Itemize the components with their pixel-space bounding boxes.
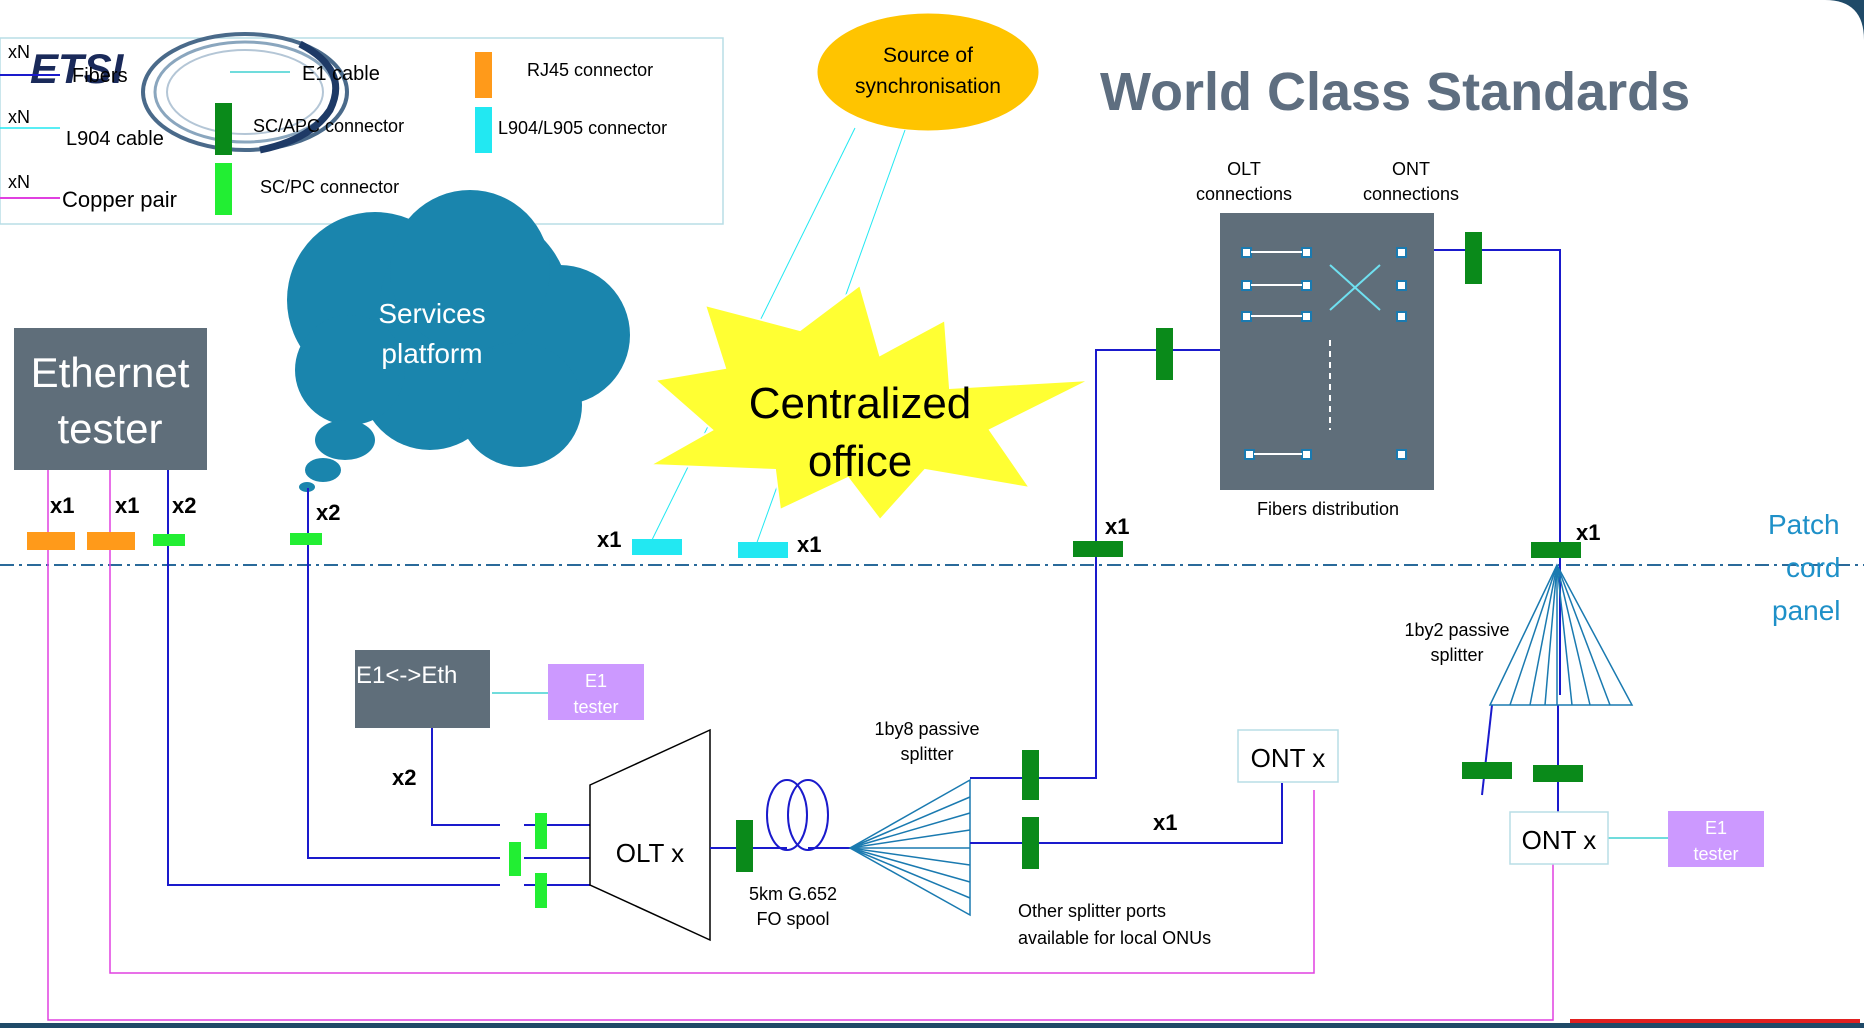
e1-tester-left-line2: tester bbox=[573, 697, 618, 717]
sync-source-ellipse bbox=[814, 10, 1042, 134]
rj45-connector-2 bbox=[87, 532, 135, 550]
ont-center-box bbox=[1237, 729, 1339, 783]
legend-rj45-icon bbox=[475, 52, 492, 98]
sync-source-line1: Source of bbox=[883, 44, 973, 67]
legend-xn-2: xN bbox=[8, 107, 30, 127]
scapc-connector-dist-right bbox=[1531, 542, 1581, 558]
page-heading: World Class Standards bbox=[1100, 62, 1690, 122]
legend-scapc-icon bbox=[215, 103, 232, 155]
count-dist-right: x1 bbox=[1576, 520, 1600, 545]
olt-label: OLT x bbox=[616, 838, 684, 868]
fibers-distribution-caption: Fibers distribution bbox=[1257, 499, 1399, 519]
legend-xn-3: xN bbox=[8, 172, 30, 192]
legend-l904-icon bbox=[475, 107, 492, 153]
count-l904-left: x1 bbox=[597, 527, 621, 552]
scpc-connector-olt-2 bbox=[509, 842, 521, 876]
splitter-1by8 bbox=[848, 777, 1022, 917]
etsi-logo: ETSI bbox=[30, 32, 349, 154]
spool-line2: FO spool bbox=[756, 909, 829, 929]
olt-connections-line1: OLT bbox=[1227, 159, 1261, 179]
e1-tester-left-box bbox=[548, 664, 644, 720]
e1-tester-right-line1: E1 bbox=[1705, 818, 1727, 838]
office-line1: Centralized bbox=[749, 379, 972, 428]
legend-copper-label: Copper pair bbox=[62, 187, 177, 212]
etsi-logo-text: ETSI bbox=[30, 45, 125, 92]
legend-fibers-label: Fibers bbox=[72, 65, 128, 87]
legend-scapc-label: SC/APC connector bbox=[253, 116, 404, 136]
e1-eth-label: E1<->Eth bbox=[356, 662, 457, 689]
patch-line3: panel bbox=[1772, 595, 1841, 626]
count-l904-right: x1 bbox=[797, 532, 821, 557]
ethernet-tester-line1: Ethernet bbox=[31, 349, 190, 396]
count-eth-b: x1 bbox=[115, 493, 139, 518]
olt-connections-line2: connections bbox=[1196, 184, 1292, 204]
legend-box bbox=[0, 37, 724, 225]
fibers-distribution-box bbox=[1220, 213, 1434, 490]
scapc-connector-ont-b bbox=[1533, 765, 1583, 782]
ethernet-tester-box bbox=[14, 328, 207, 470]
scapc-connector-ont-a bbox=[1462, 762, 1512, 779]
cloud-line1: Services bbox=[378, 298, 485, 329]
ont-center-label: ONT x bbox=[1251, 743, 1326, 773]
scpc-connector-cloud bbox=[290, 533, 322, 545]
ont-right-label: ONT x bbox=[1522, 825, 1597, 855]
count-dist-left: x1 bbox=[1105, 514, 1129, 539]
scapc-connector-split-2 bbox=[1022, 817, 1039, 869]
ethernet-tester-line2: tester bbox=[57, 405, 162, 452]
scapc-connector-dist-in bbox=[1156, 328, 1173, 380]
scpc-connector-eth bbox=[153, 534, 185, 546]
splitter8-line1: 1by8 passive bbox=[874, 719, 979, 739]
scapc-connector-dist-out bbox=[1465, 232, 1482, 284]
distribution-ports bbox=[1241, 247, 1407, 460]
count-cloud: x2 bbox=[316, 500, 340, 525]
copper-lines bbox=[47, 470, 1554, 1021]
scpc-connector-olt-3 bbox=[535, 873, 547, 908]
ont-right-box bbox=[1509, 811, 1609, 865]
cloud-line2: platform bbox=[381, 338, 482, 369]
office-line2: office bbox=[808, 437, 912, 486]
scapc-connector-dist-left bbox=[1073, 541, 1123, 557]
count-conv: x2 bbox=[392, 765, 416, 790]
splitter2-line2: splitter bbox=[1430, 645, 1483, 665]
e1-eth-converter-box bbox=[355, 650, 490, 728]
scapc-connector-split-1 bbox=[1022, 750, 1039, 800]
spool-line1: 5km G.652 bbox=[749, 884, 837, 904]
patch-line2: cord bbox=[1786, 552, 1840, 583]
legend-scpc-label: SC/PC connector bbox=[260, 177, 399, 197]
e1-tester-right-box bbox=[1668, 811, 1764, 867]
e1-tester-left-line1: E1 bbox=[585, 671, 607, 691]
legend-scpc-icon bbox=[215, 163, 232, 215]
footer-accent bbox=[1570, 1019, 1860, 1023]
count-eth-a: x1 bbox=[50, 493, 74, 518]
services-cloud bbox=[287, 190, 630, 492]
ont-connections-line2: connections bbox=[1363, 184, 1459, 204]
other-ports-line2: available for local ONUs bbox=[1018, 928, 1211, 948]
rj45-connector-1 bbox=[27, 532, 75, 550]
l904-connector-right bbox=[738, 542, 788, 558]
patch-line1: Patch bbox=[1768, 509, 1840, 540]
ont-connections-line1: ONT bbox=[1392, 159, 1430, 179]
l904-connector-left bbox=[632, 539, 682, 555]
legend-e1-label: E1 cable bbox=[302, 63, 380, 85]
splitter-1by2 bbox=[1488, 563, 1634, 706]
legend-l904-connector-label: L904/L905 connector bbox=[498, 118, 667, 138]
legend-l904-label: L904 cable bbox=[66, 128, 164, 150]
scapc-connector-olt-out bbox=[736, 820, 753, 872]
legend-rj45-label: RJ45 connector bbox=[527, 60, 653, 80]
fiber-spool bbox=[710, 779, 850, 851]
centralized-office-star bbox=[646, 283, 1091, 522]
sync-source-line2: synchronisation bbox=[855, 75, 1001, 98]
splitter8-line2: splitter bbox=[900, 744, 953, 764]
scpc-connector-olt-1 bbox=[535, 813, 547, 849]
olt-device bbox=[589, 728, 711, 942]
splitter2-line1: 1by2 passive bbox=[1404, 620, 1509, 640]
count-eth-c: x2 bbox=[172, 493, 196, 518]
e1-tester-right-line2: tester bbox=[1693, 844, 1738, 864]
legend-xn-1: xN bbox=[8, 42, 30, 62]
other-ports-line1: Other splitter ports bbox=[1018, 901, 1166, 921]
count-ont-link: x1 bbox=[1153, 810, 1177, 835]
